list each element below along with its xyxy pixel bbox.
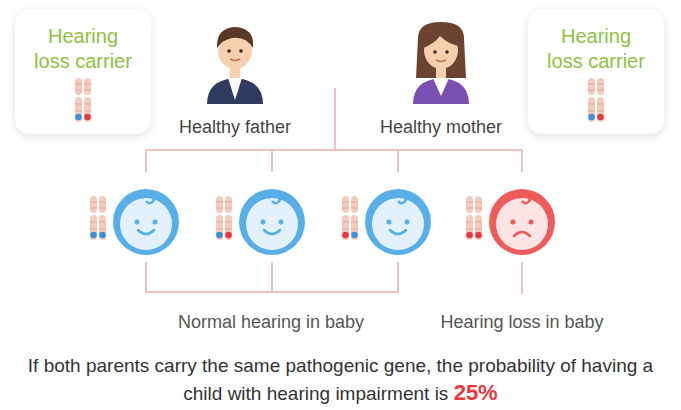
chromosome <box>597 78 604 122</box>
caption: If both parents carry the same pathogeni… <box>28 355 653 404</box>
carrier-card: Hearing loss carrier <box>15 10 151 134</box>
baby-face <box>466 189 555 255</box>
chromosome <box>99 196 106 240</box>
chromosome <box>466 196 473 240</box>
caption-block: If both parents carry the same pathogeni… <box>10 352 671 407</box>
chromosome <box>475 196 482 240</box>
parent-label: Healthy father <box>179 116 291 138</box>
parent-figure: Healthy father <box>179 116 291 138</box>
chromosome <box>351 196 358 240</box>
mother-icon <box>413 22 469 104</box>
baby-face <box>216 189 305 255</box>
chromosome <box>75 78 82 122</box>
carrier-label: Hearing loss carrier <box>30 24 136 74</box>
baby-icons <box>90 189 555 255</box>
probability-value: 25% <box>454 380 498 405</box>
chromosome <box>225 196 232 240</box>
family-tree-lines <box>146 88 522 294</box>
outcome-label: Hearing loss in baby <box>440 311 603 333</box>
father-icon <box>207 27 263 104</box>
chromosome <box>84 78 91 122</box>
carrier-label: Hearing loss carrier <box>543 24 649 74</box>
carrier-card: Hearing loss carrier <box>528 10 664 134</box>
parent-figure: Healthy mother <box>380 116 502 138</box>
baby-face <box>342 189 431 255</box>
chromosome <box>342 196 349 240</box>
outcome-label: Normal hearing in baby <box>178 311 364 333</box>
chromosome <box>588 78 595 122</box>
chromosome <box>216 196 223 240</box>
baby-face <box>90 189 179 255</box>
chromosome <box>90 196 97 240</box>
parent-label: Healthy mother <box>380 116 502 138</box>
chromosome-pair <box>15 74 151 126</box>
chromosome-pair <box>528 74 664 126</box>
